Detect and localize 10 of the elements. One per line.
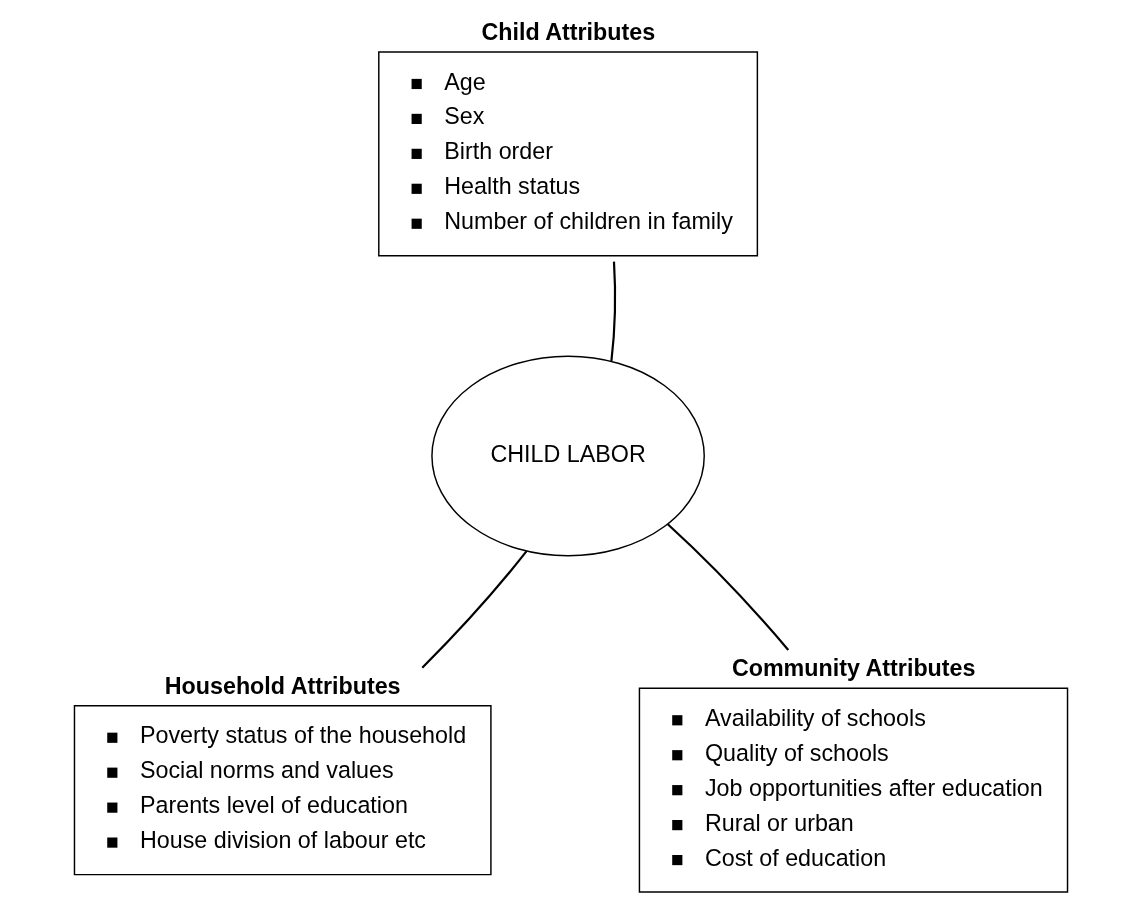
node-label: Household Attributes [164,672,401,699]
node-label: Child Attributes [480,18,655,45]
connector [421,550,527,669]
connector [666,523,789,651]
node-box: Poverty status of the household Social norms and values Parents level of education House division of labour etc [73,705,492,876]
connector [609,261,616,362]
node-label: Community Attributes [731,655,975,682]
node-ellipse: CHILD LABOR [430,355,705,557]
node-box: Age Sex Birth order Health status Number of children in family [377,51,758,257]
node-box: Availability of schools Quality of schools Job opportunities after education Rural or urban Cost of education [638,687,1068,893]
